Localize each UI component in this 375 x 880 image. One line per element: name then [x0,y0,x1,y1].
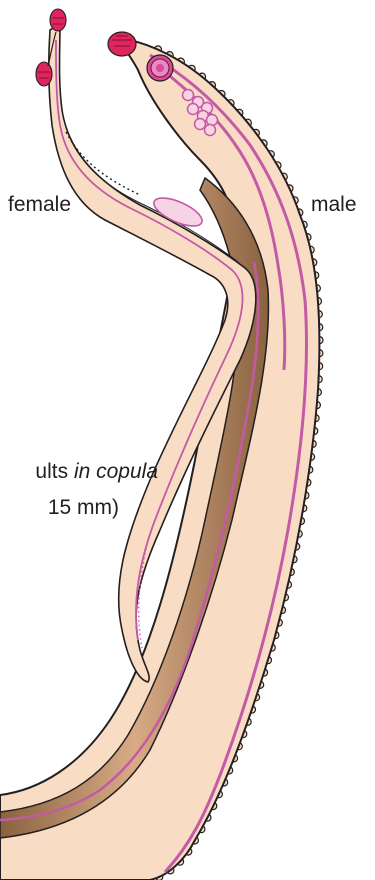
adults-prefix: ults [35,460,68,483]
female-ventral-sucker [36,62,52,86]
size-label: 15 mm) [0,496,119,520]
in-copula-text: in copula [74,460,158,483]
male-label: male [311,193,357,217]
male-oral-sucker [108,32,136,56]
adults-in-copula-label: ults in copula [0,460,158,484]
male-ventral-sucker [147,55,173,81]
female-label: female [8,193,71,217]
female-oral-sucker [50,9,66,31]
